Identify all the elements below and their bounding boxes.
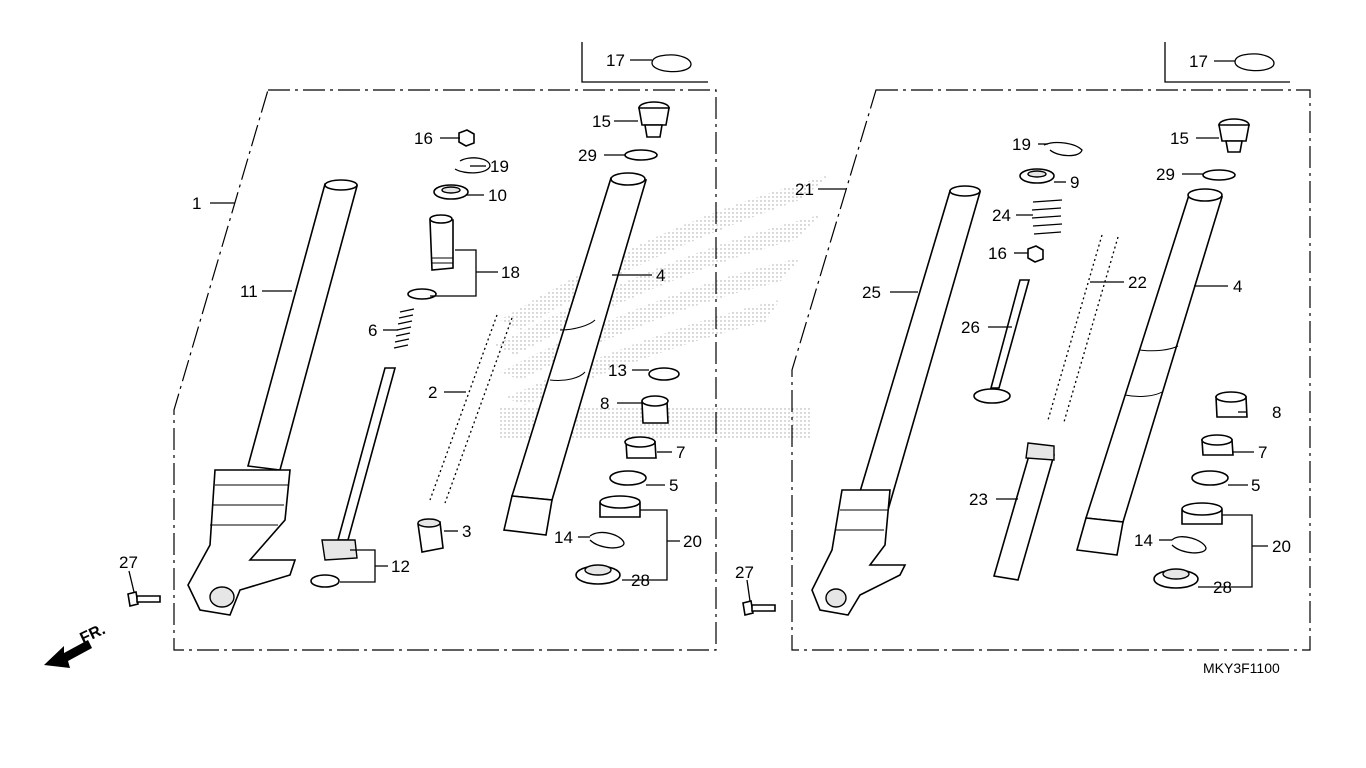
cartridge-23 — [992, 442, 1056, 581]
front-indicator-label: FR. — [78, 621, 109, 647]
callout: 27 — [735, 563, 754, 582]
callout: 9 — [1070, 173, 1079, 192]
callout: 8 — [1272, 403, 1281, 422]
callout: 23 — [969, 490, 988, 509]
callout: 8 — [600, 394, 609, 413]
callout: 20 — [1272, 537, 1291, 556]
circlip-17 — [651, 54, 692, 73]
callout: 17 — [1189, 52, 1208, 71]
diagram-code: MKY3F1100 — [1203, 660, 1280, 676]
bolt-27 — [127, 591, 161, 607]
clip-19-right — [1043, 141, 1083, 157]
callout: 27 — [119, 553, 138, 572]
oil-seal-20 — [599, 495, 641, 518]
axle-holder-right — [811, 489, 907, 616]
nut-16-right — [1027, 245, 1044, 263]
callout: 14 — [1134, 531, 1153, 550]
callout: 28 — [1213, 578, 1232, 597]
callout: 10 — [488, 186, 507, 205]
callout: 18 — [501, 263, 520, 282]
callout: 1 — [192, 194, 201, 213]
washer-5-right — [1191, 470, 1229, 486]
callout: 6 — [368, 321, 377, 340]
callout: 4 — [1233, 277, 1242, 296]
callout: 13 — [608, 361, 627, 380]
rod-26 — [973, 279, 1031, 404]
outer-tube-4-right — [1075, 188, 1224, 556]
dust-seal-28-right — [1153, 568, 1199, 589]
callout: 25 — [862, 283, 881, 302]
washer-5 — [609, 470, 647, 486]
nut-16 — [458, 129, 475, 147]
callout: 15 — [592, 112, 611, 131]
bushing-7 — [624, 436, 657, 459]
callout: 20 — [683, 532, 702, 551]
callout: 14 — [554, 528, 573, 547]
collar-18 — [407, 214, 454, 300]
bushing-8 — [641, 395, 669, 424]
callout: 29 — [578, 146, 597, 165]
bolt-27-right — [742, 600, 776, 616]
damper-rod-12 — [310, 367, 397, 588]
bushing-7-right — [1201, 434, 1234, 456]
spring-seat-9 — [1019, 168, 1055, 184]
callout: 4 — [656, 266, 665, 285]
callout: 5 — [1251, 476, 1260, 495]
clip-19 — [454, 157, 491, 174]
callout: 17 — [606, 51, 625, 70]
bushing-13 — [648, 367, 680, 381]
fork-spring-22 — [1047, 234, 1119, 423]
o-ring-29 — [624, 149, 658, 161]
fork-cap-15-right — [1218, 118, 1250, 153]
callout: 3 — [462, 522, 471, 541]
callout: 16 — [414, 129, 433, 148]
callout: 12 — [391, 557, 410, 576]
spring-seat-10 — [433, 184, 469, 200]
callout: 28 — [631, 571, 650, 590]
rebound-spring-6 — [393, 308, 415, 349]
dust-seal-28 — [575, 564, 621, 585]
callout: 16 — [988, 244, 1007, 263]
callout: 5 — [669, 476, 678, 495]
fork-cap-15 — [638, 101, 670, 138]
leader-lines — [128, 59, 1268, 602]
left-assembly-frame — [173, 42, 717, 651]
callout: 15 — [1170, 129, 1189, 148]
oil-seal-20-right — [1181, 502, 1223, 525]
outer-tube-4 — [503, 172, 648, 536]
callout: 11 — [240, 282, 258, 301]
clip-14-right — [1171, 536, 1207, 554]
callout: 19 — [490, 157, 509, 176]
callout: 7 — [676, 443, 685, 462]
spring-24 — [1031, 199, 1063, 235]
callout: 19 — [1012, 135, 1031, 154]
callout: 26 — [961, 318, 980, 337]
clip-14 — [589, 531, 625, 549]
piston-3 — [417, 518, 444, 553]
callout: 2 — [428, 383, 437, 402]
circlip-17-right — [1234, 53, 1275, 72]
callout: 22 — [1128, 273, 1147, 292]
front-arrow-icon — [44, 640, 92, 668]
bushing-8-right — [1215, 391, 1248, 418]
inner-tube-11 — [246, 179, 359, 471]
o-ring-29-right — [1202, 169, 1236, 181]
inner-tube-25 — [854, 185, 982, 511]
callout: 21 — [795, 180, 814, 199]
callout: 29 — [1156, 165, 1175, 184]
callout: 7 — [1258, 443, 1267, 462]
axle-holder — [187, 469, 297, 616]
callout: 24 — [992, 206, 1011, 225]
right-assembly-frame — [791, 42, 1311, 651]
